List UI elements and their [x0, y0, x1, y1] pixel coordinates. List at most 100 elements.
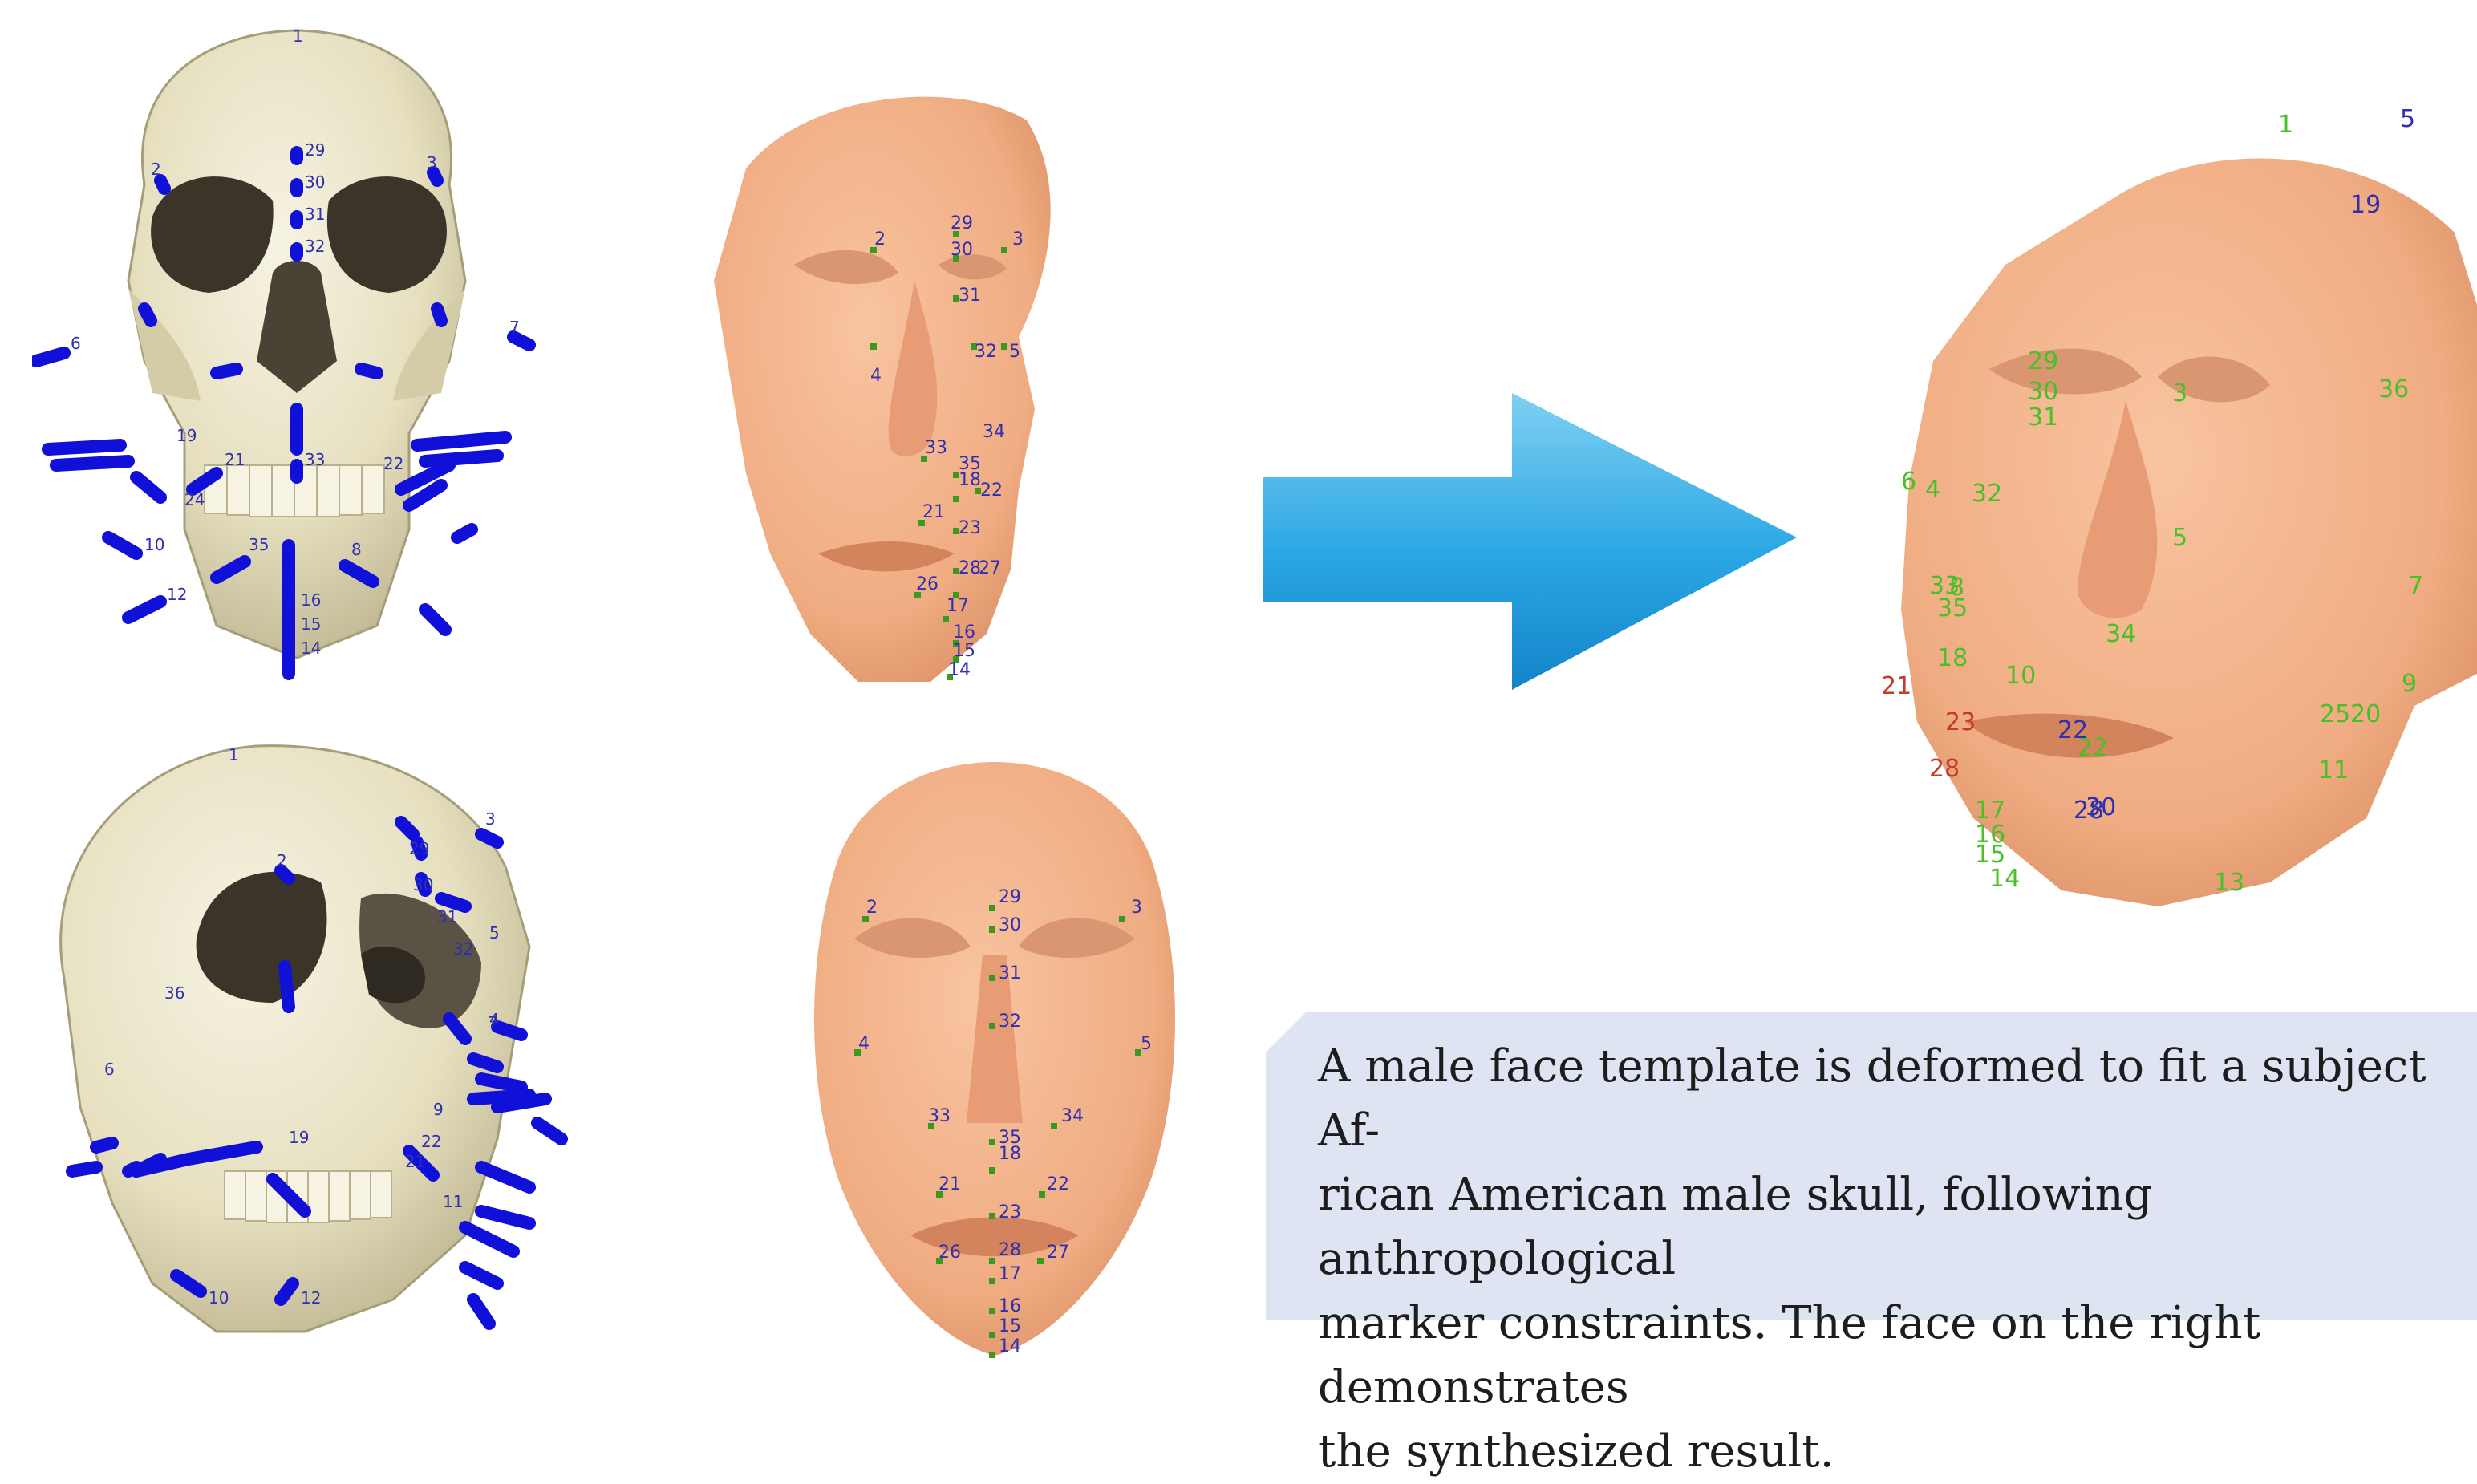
- skull-front-label: 6: [71, 334, 81, 353]
- result-label-green: 11: [2318, 756, 2349, 785]
- skull-front-label: 22: [383, 454, 403, 473]
- result-label-green: 6: [1901, 468, 1916, 496]
- result-label-green: 30: [2028, 378, 2058, 406]
- face-front-label: 18: [999, 1144, 1021, 1164]
- face-tq-label: 30: [951, 240, 973, 260]
- skull-side-label: 36: [164, 983, 184, 1003]
- face-front-label: 30: [999, 915, 1021, 935]
- skull-side-label: 3: [485, 809, 496, 829]
- face-tq-label: 2: [874, 229, 886, 249]
- skull-front-label: 3: [427, 153, 437, 172]
- face-front-label: 4: [858, 1034, 870, 1054]
- skull-side-label: 22: [421, 1132, 441, 1151]
- face-front-label: 23: [999, 1202, 1021, 1222]
- result-label-green: 10: [2005, 662, 2036, 690]
- face-tq-label: 4: [870, 366, 882, 386]
- skull-side-label: 6: [104, 1060, 115, 1079]
- skull-front-label: 10: [144, 535, 164, 554]
- skull-side-label: 32: [453, 939, 473, 959]
- skull-front-label: 33: [305, 450, 325, 469]
- skull-side-illustration: 1 2 3 29 30 36 31 32 5 4 6 19 7 9 10 12 …: [16, 722, 594, 1371]
- face-tq-label: 34: [983, 422, 1005, 442]
- caption-text: A male face template is deformed to fit …: [1318, 1035, 2477, 1484]
- result-face-illustration: 1 29 30 31 3 36 32 6 4 5 7 33 8 35 18 34…: [1869, 96, 2477, 947]
- skull-side-label: 12: [301, 1288, 321, 1308]
- result-label-green: 20: [2350, 700, 2381, 728]
- face-front-label: 29: [999, 887, 1021, 907]
- face-front-label: 32: [999, 1012, 1021, 1032]
- result-label-green: 13: [2214, 869, 2244, 897]
- result-label-green: 1: [2278, 111, 2293, 139]
- transform-arrow: [1259, 385, 1805, 698]
- face-front-label: 14: [999, 1336, 1021, 1356]
- face-front-label: 15: [999, 1316, 1021, 1336]
- face-tq-label: 5: [1009, 342, 1020, 362]
- face-front-label: 34: [1061, 1106, 1084, 1126]
- arrow-right-icon: [1259, 385, 1805, 698]
- face-template-three-quarter: 29 30 31 2 3 32 5 4 34 33 35 18 22 21 23…: [698, 72, 1147, 698]
- result-label-red: 21: [1881, 672, 1911, 700]
- skull-front-label: 1: [293, 26, 303, 46]
- skull-front-label: 7: [509, 318, 520, 337]
- skull-front-label: 32: [305, 237, 325, 256]
- face-tq-label: 23: [959, 518, 981, 538]
- skull-front-label: 2: [151, 160, 161, 179]
- face-front-label: 27: [1047, 1243, 1069, 1263]
- result-label-blue: 22: [2057, 716, 2088, 744]
- face-front-label: 3: [1131, 898, 1142, 918]
- face-front-label: 21: [939, 1174, 961, 1194]
- face-tq-label: 22: [980, 480, 1003, 501]
- result-label-green: 9: [2402, 670, 2417, 698]
- face-tq-label: 27: [979, 558, 1001, 578]
- skull-side-label: 29: [409, 839, 429, 858]
- result-label-green: 32: [1972, 480, 2002, 508]
- skull-front-label: 14: [301, 639, 321, 658]
- skull-side-label: 7: [488, 1013, 498, 1032]
- face-tq-label: 28: [959, 558, 981, 578]
- skull-front-label: 29: [305, 140, 325, 160]
- result-label-green: 29: [2028, 347, 2058, 375]
- skull-front-label: 30: [305, 172, 325, 192]
- skull-side-label: 5: [489, 923, 500, 943]
- face-tq-label: 33: [925, 438, 947, 458]
- face-tq-label: 21: [922, 502, 945, 522]
- face-tq-label: 3: [1012, 229, 1024, 249]
- face-tq-label: 18: [959, 470, 981, 490]
- result-label-green: 5: [2172, 524, 2187, 552]
- face-front-label: 2: [866, 898, 878, 918]
- face-tq-label: 29: [951, 213, 973, 233]
- skull-side-label: 11: [443, 1192, 463, 1211]
- skull-front-label: 15: [301, 614, 321, 634]
- result-label-green: 7: [2408, 572, 2423, 600]
- face-tq-label: 15: [953, 641, 975, 661]
- result-label-green: 35: [1937, 594, 1968, 622]
- result-label-green: 34: [2106, 620, 2136, 648]
- result-label-green: 4: [1925, 476, 1940, 504]
- skull-side-label: 9: [433, 1100, 444, 1119]
- face-tq-label: 17: [947, 596, 969, 616]
- skull-side-label: 10: [209, 1288, 229, 1308]
- result-face-view: 1 29 30 31 3 36 32 6 4 5 7 33 8 35 18 34…: [1869, 96, 2477, 947]
- face-tq-label: 31: [959, 286, 981, 306]
- face-front-illustration: 29 30 2 3 31 32 4 5 33 34 35 18 21 22 23…: [782, 746, 1207, 1371]
- skull-side-view: 1 2 3 29 30 36 31 32 5 4 6 19 7 9 10 12 …: [16, 722, 594, 1371]
- face-front-label: 22: [1047, 1174, 1069, 1194]
- result-label-blue: 30: [2086, 793, 2116, 821]
- skull-side-label: 31: [437, 907, 457, 926]
- result-label-red: 28: [1929, 755, 1960, 783]
- skull-side-label: 30: [413, 875, 433, 894]
- result-label-green: 36: [2378, 375, 2409, 403]
- result-label-blue: 19: [2350, 191, 2381, 219]
- result-label-red: 23: [1945, 708, 1976, 736]
- face-front-label: 5: [1141, 1034, 1152, 1054]
- result-label-green: 31: [2028, 403, 2058, 432]
- face-tq-label: 26: [916, 574, 939, 594]
- result-label-green: 25: [2320, 700, 2350, 728]
- face-template-front: 29 30 2 3 31 32 4 5 33 34 35 18 21 22 23…: [782, 746, 1207, 1371]
- skull-front-label: 8: [351, 540, 362, 559]
- face-front-label: 31: [999, 963, 1021, 983]
- skull-front-label: 16: [301, 590, 321, 610]
- face-tq-label: 16: [953, 622, 975, 643]
- skull-front-label: 35: [249, 535, 269, 554]
- face-front-label: 16: [999, 1296, 1021, 1316]
